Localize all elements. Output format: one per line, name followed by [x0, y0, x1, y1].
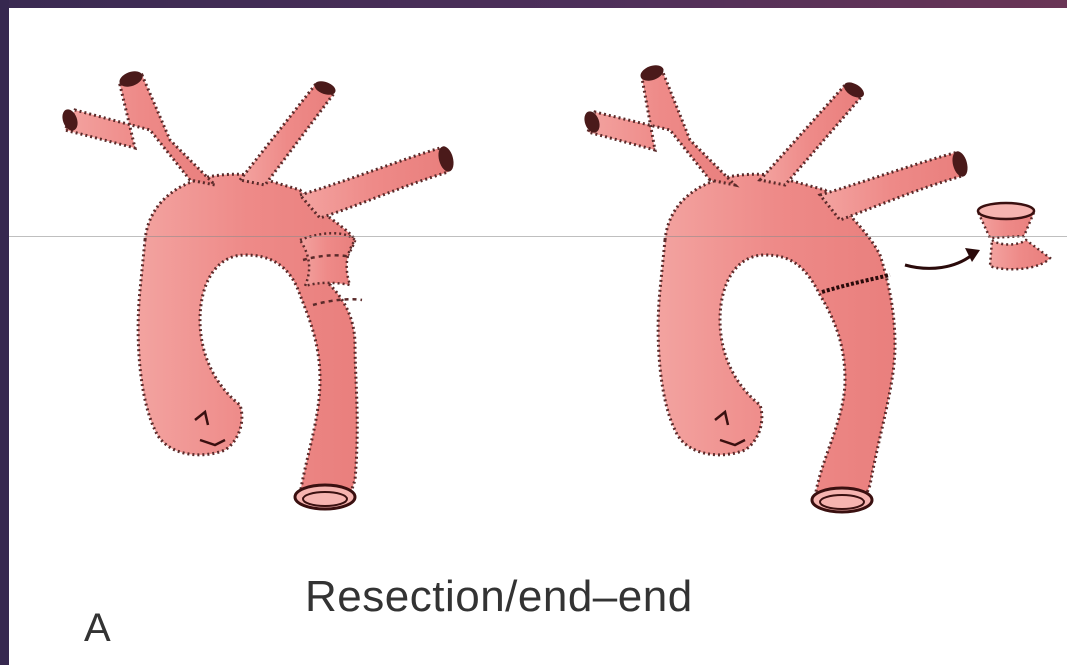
aortic-arch-after — [582, 62, 1050, 512]
left-subclavian-after — [820, 152, 962, 220]
brachiocephalic-branch-before — [65, 75, 215, 185]
arrow-icon — [905, 255, 972, 268]
panel-label: A — [84, 606, 111, 651]
arch-body-before — [138, 174, 357, 495]
coarctation-segment — [300, 233, 355, 286]
figure-caption: Resection/end–end — [305, 572, 693, 622]
left-subclavian-before — [300, 148, 448, 218]
brachiocephalic-branch-after — [588, 70, 735, 185]
arch-body-after — [658, 174, 895, 498]
horizontal-guide-line — [9, 236, 1067, 237]
left-carotid-after — [760, 85, 862, 185]
left-carotid-before — [240, 85, 335, 185]
aortic-arch-before — [60, 68, 456, 509]
